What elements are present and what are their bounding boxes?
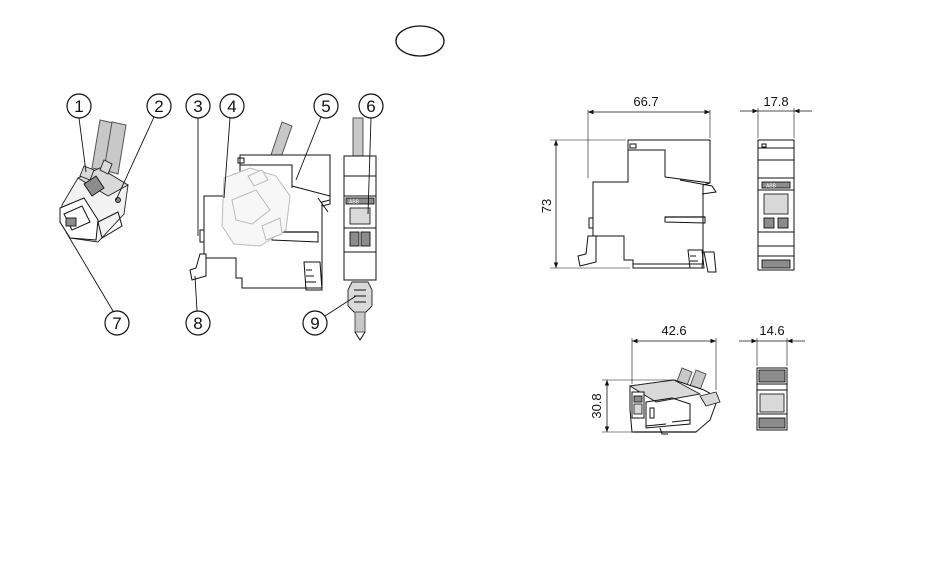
main-cable (270, 122, 292, 160)
callout-8: 8 (186, 311, 210, 335)
callout-1-label: 1 (74, 97, 83, 116)
callout-4: 4 (220, 94, 244, 118)
callout-7-label: 7 (112, 314, 121, 333)
brand-label-front: ABB (349, 200, 360, 206)
callout-7: 7 (105, 311, 129, 335)
callout-4-label: 4 (227, 97, 236, 116)
brand-label-dimensioned: ABB (766, 184, 777, 190)
dim-42-6-label: 42.6 (661, 323, 686, 338)
adapter-module-illustration (60, 120, 128, 242)
callout-2-label: 2 (154, 97, 163, 116)
connector-front-view: ABB (344, 118, 376, 340)
dimensioned-front-view: ABB (758, 140, 794, 270)
callout-6: 6 (359, 94, 383, 118)
callout-3: 3 (186, 94, 210, 118)
dim-14-6-label: 14.6 (759, 323, 784, 338)
dim-73-label: 73 (539, 199, 554, 213)
callout-1: 1 (67, 94, 91, 118)
callout-9: 9 (303, 311, 327, 335)
dim-66-7-label: 66.7 (633, 94, 658, 109)
dimensioned-main-side-view (578, 140, 716, 272)
dimensioned-adapter-front-view (757, 368, 787, 430)
callout-5-label: 5 (321, 97, 330, 116)
callout-5: 5 (314, 94, 338, 118)
callout-3-label: 3 (193, 97, 202, 116)
callout-8-label: 8 (193, 314, 202, 333)
dimensioned-adapter-view (630, 368, 720, 434)
callout-6-label: 6 (366, 97, 375, 116)
dim-30-8-label: 30.8 (589, 393, 604, 418)
callout-2: 2 (147, 94, 171, 118)
callout-9-label: 9 (310, 314, 319, 333)
blank-oval-symbol (396, 26, 444, 56)
dim-17-8-label: 17.8 (763, 94, 788, 109)
connector-cable (353, 118, 363, 156)
